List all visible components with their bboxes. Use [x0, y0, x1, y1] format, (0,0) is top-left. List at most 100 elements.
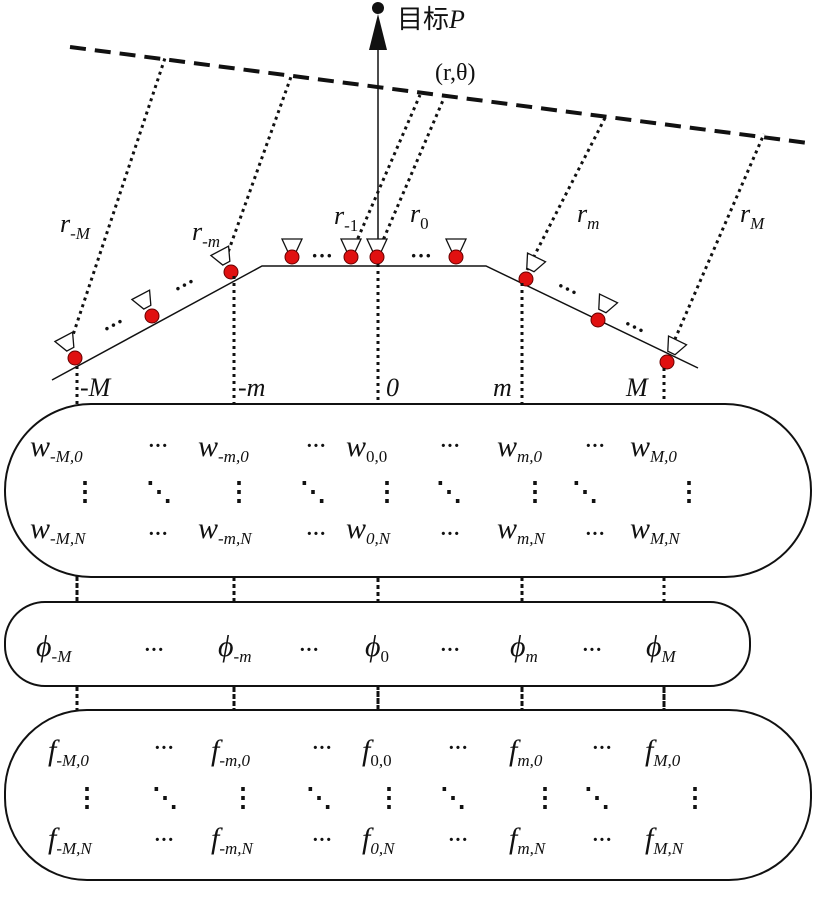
sensor-dot: [590, 312, 606, 328]
position-label--M: -M: [80, 373, 112, 402]
sensor-dot: [223, 264, 239, 280]
weight-cell: wM,0: [630, 430, 677, 466]
sensor-icon: [667, 335, 688, 356]
matrix-vdots: ⋮: [522, 477, 548, 506]
weights-matrix: w-M,0 w-m,0 w0,0 wm,0 wM,0 w-M,N w-m,N w…: [30, 430, 702, 548]
sensor-dot: [343, 249, 359, 265]
matrix-ellipsis: ···: [312, 829, 332, 851]
matrix-ellipsis: ···: [448, 737, 468, 759]
array-ellipsis: ···: [619, 311, 650, 343]
position-label--m: -m: [238, 373, 265, 402]
position-label-0: 0: [386, 373, 399, 402]
position-label-M: M: [625, 373, 649, 402]
target-point: [372, 2, 384, 14]
matrix-vdots: ⋮: [676, 477, 702, 506]
matrix-vdots: ⋮: [230, 783, 256, 812]
phase-box: [4, 601, 751, 687]
phase-cell: ϕ-m: [218, 630, 251, 666]
matrix-ellipsis: ···: [592, 829, 612, 851]
position-label-m: m: [493, 373, 512, 402]
matrix-ddots: ⋱: [152, 783, 178, 812]
sensor-dot: [369, 249, 385, 265]
array-ellipsis: ···: [311, 243, 333, 268]
range-label-M: rM: [740, 199, 765, 233]
sensor-dot: [518, 271, 534, 287]
sensor-icon: [53, 331, 75, 352]
matrix-ddots: ⋱: [572, 477, 598, 506]
matrix-ellipsis: ···: [154, 829, 174, 851]
weight-cell: wM,N: [630, 512, 681, 548]
matrix-vdots: ⋮: [376, 783, 402, 812]
phase-cell: ϕ-M: [36, 630, 72, 666]
sensor-dot: [448, 249, 464, 265]
weight-cell: wm,0: [497, 430, 543, 466]
target-arrowhead: [369, 14, 387, 50]
weight-cell: w0,N: [346, 512, 392, 548]
range-line--M: [67, 57, 167, 348]
matrix-vdots: ⋮: [532, 783, 558, 812]
freq-cell: fM,N: [645, 822, 685, 858]
target-label: 目标P: [397, 5, 465, 35]
matrix-ellipsis: ···: [440, 523, 460, 545]
matrix-ellipsis: ···: [148, 523, 168, 545]
matrix-ddots: ⋱: [436, 477, 462, 506]
array-ellipsis: ···: [98, 309, 129, 341]
matrix-ellipsis: ···: [148, 435, 168, 457]
matrix-vdots: ⋮: [374, 477, 400, 506]
phase-cell: ϕM: [646, 630, 677, 666]
range-line-0: [376, 97, 446, 253]
phase-ellipsis: ···: [299, 639, 319, 661]
freq-cell: f-M,0: [48, 734, 89, 770]
sensor-icon: [209, 245, 231, 266]
matrix-ddots: ⋱: [440, 783, 466, 812]
sensor-dot: [144, 308, 160, 324]
array-ellipsis: ···: [410, 243, 432, 268]
matrix-ellipsis: ···: [306, 523, 326, 545]
range-line--m: [224, 73, 294, 259]
phase-ellipsis: ···: [582, 639, 602, 661]
matrix-vdots: ⋮: [72, 477, 98, 506]
phase-cell: ϕ0: [365, 630, 389, 666]
matrix-ellipsis: ···: [585, 523, 605, 545]
weight-cell: w-m,N: [198, 512, 253, 548]
range-label--M: r-M: [60, 209, 91, 243]
matrix-ellipsis: ···: [154, 737, 174, 759]
array-ellipsis: ···: [169, 269, 200, 301]
freq-box: [4, 709, 812, 881]
phase-ellipsis: ···: [440, 639, 460, 661]
matrix-vdots: ⋮: [682, 783, 708, 812]
range-label-0: r0: [410, 199, 429, 233]
weight-cell: w0,0: [346, 430, 387, 466]
matrix-ellipsis: ···: [448, 829, 468, 851]
weight-cell: wm,N: [497, 512, 547, 548]
range-line-M: [670, 133, 766, 347]
weights-box: [4, 403, 812, 578]
matrix-ddots: ⋱: [584, 783, 610, 812]
weight-cell: w-M,0: [30, 430, 83, 466]
sensor-dot: [67, 350, 83, 366]
matrix-ddots: ⋱: [306, 783, 332, 812]
matrix-vdots: ⋮: [226, 477, 252, 506]
matrix-ddots: ⋱: [300, 477, 326, 506]
matrix-ellipsis: ···: [592, 737, 612, 759]
target-coords: (r,θ): [435, 60, 476, 86]
sensor-dot: [659, 354, 675, 370]
range-label--m: r-m: [192, 217, 220, 251]
phase-row: ϕ-M ϕ-m ϕ0 ϕm ϕM ··· ··· ··· ···: [36, 630, 677, 666]
weight-cell: w-M,N: [30, 512, 87, 548]
matrix-ellipsis: ···: [585, 435, 605, 457]
matrix-ellipsis: ···: [312, 737, 332, 759]
matrix-ellipsis: ···: [306, 435, 326, 457]
sensor-icon: [130, 289, 152, 310]
range-label--1: r-1: [334, 201, 358, 235]
range-label-m: rm: [577, 199, 599, 233]
range-line-m: [525, 115, 608, 271]
matrix-ellipsis: ···: [440, 435, 460, 457]
sensor-icon: [598, 293, 619, 314]
sensor-icon: [526, 252, 547, 273]
matrix-vdots: ⋮: [74, 783, 100, 812]
phase-cell: ϕm: [510, 630, 538, 666]
sensor-dot: [284, 249, 300, 265]
phase-ellipsis: ···: [144, 639, 164, 661]
